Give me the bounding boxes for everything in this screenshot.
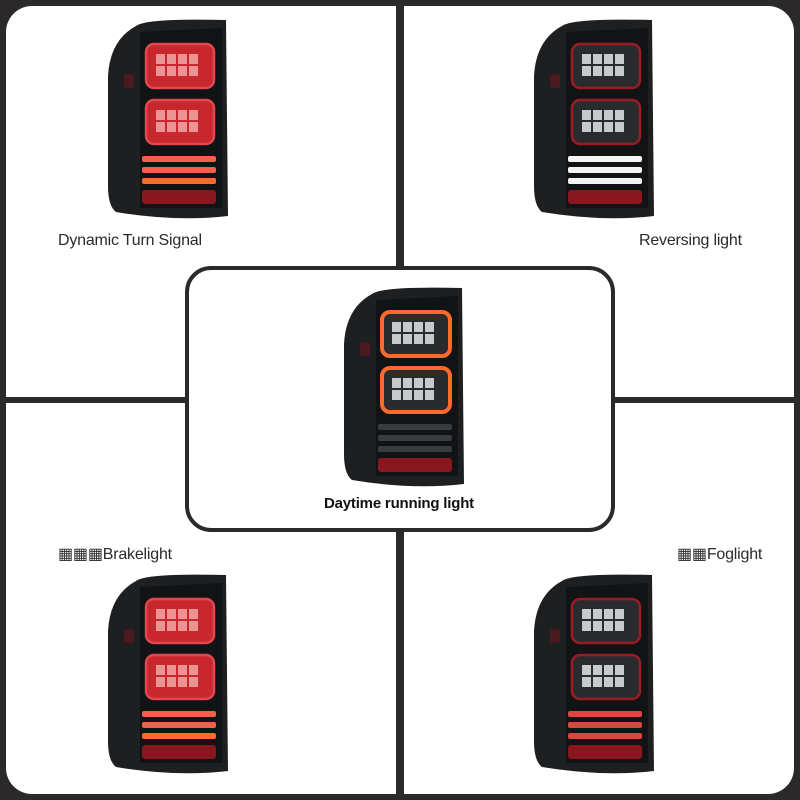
panel-dynamic-turn-signal: Dynamic Turn Signal <box>6 6 396 397</box>
caption-brakelight: ▦▦▦Brakelight <box>58 546 172 563</box>
led-tail-light-icon <box>108 574 228 774</box>
caption-dynamic-turn-signal: Dynamic Turn Signal <box>58 232 202 249</box>
caption-foglight: ▦▦Foglight <box>677 546 763 563</box>
led-tail-light-icon <box>108 19 228 219</box>
led-tail-light-icon <box>344 287 464 487</box>
led-tail-light-icon <box>534 19 654 219</box>
caption-daytime-running-light: Daytime running light <box>324 495 474 512</box>
caption-reversing-light: Reversing light <box>639 232 742 249</box>
led-tail-light-icon <box>534 574 654 774</box>
panel-daytime-running-light: Daytime running light <box>185 266 615 532</box>
